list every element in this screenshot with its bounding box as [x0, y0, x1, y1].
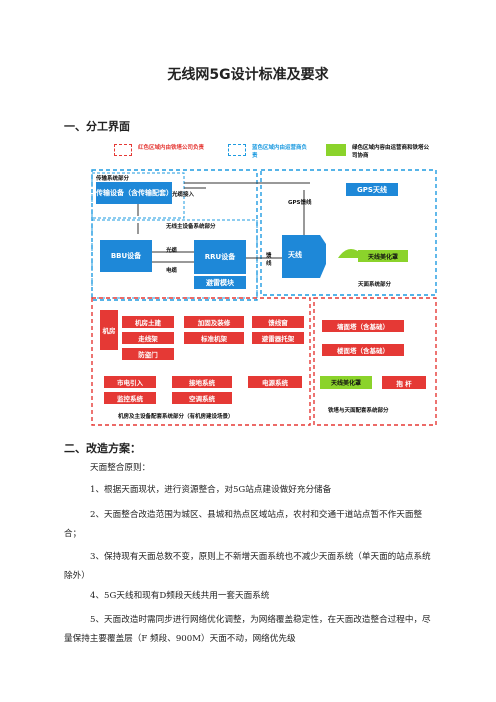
antenna-cover: 天线美化罩 [358, 250, 408, 262]
fiber-access-label: 光缆接入 [172, 192, 195, 198]
legend-blue-text: 蓝色区域内由运营商负责 [252, 145, 308, 159]
paragraph-4: 4、5G天线和现有D频段天线共用一套天面系统 [90, 591, 270, 601]
tower-part-label: 铁塔与天面配套系统部分 [328, 408, 389, 414]
wireless-main-part-label: 无线主设备系统部分 [166, 224, 216, 230]
cable-label: 电缆 [166, 268, 178, 274]
tower-item-cover: 天线美化罩 [320, 376, 372, 389]
surge-module: 避雷模块 [194, 276, 246, 289]
gps-antenna: GPS天线 [346, 183, 398, 196]
page-title: 无线网5G设计标准及要求 [167, 67, 329, 83]
power-item-monitoring: 监控系统 [104, 392, 156, 404]
principle-heading: 天面整合原则： [90, 463, 151, 473]
antenna-part-label: 天面系统部分 [358, 282, 392, 288]
legend-red-text: 红色区域内由铁塔公司负责 [138, 145, 205, 151]
room-item-rack: 标准机架 [184, 332, 244, 344]
antenna: 天线 [288, 251, 302, 259]
paragraph-2: 2、天面整合改造范围为城区、县城和热点区域站点，农村和交通干道站点暂不作天面整合… [64, 510, 423, 539]
room-part-label: 机房及主设备配套系统部分（有机房建设场景） [118, 414, 234, 420]
paragraph-5: 5、天面改造时需同步进行网络优化调整，为网络覆盖稳定性，在天面改造整合过程中，尽… [64, 615, 431, 644]
room-item-civil: 机房土建 [122, 316, 174, 328]
tower-item-roof: 楼面塔（含基础） [322, 344, 404, 356]
power-item-power: 电源系统 [248, 376, 302, 388]
bbu-equipment: BBU设备 [100, 240, 152, 272]
legend-green-text: 绿色区域内容由运营商和铁塔公司协商 [352, 145, 430, 159]
fiber-label: 光缆 [166, 248, 178, 254]
room-label: 机房 [100, 310, 118, 350]
division-diagram: 红色区域内由铁塔公司负责 蓝色区域内由运营商负责 绿色区域内容由运营商和铁塔公司… [88, 138, 440, 428]
power-item-grounding: 接地系统 [172, 376, 232, 388]
feeder-label: 馈线 [266, 253, 272, 267]
diagram-connectors [91, 169, 437, 426]
legend-blue-swatch [228, 144, 246, 156]
room-item-cable-tray: 走线架 [122, 332, 174, 344]
room-item-feeder-window: 馈线窗 [252, 316, 304, 328]
section-heading-plan: 二、改造方案： [64, 442, 141, 455]
transmission-part-label: 传输系统部分 [96, 176, 130, 182]
room-item-arrester-bracket: 避雷器托架 [252, 332, 304, 344]
rru-equipment: RRU设备 [194, 240, 246, 274]
gps-feeder-label: GPS馈线 [288, 200, 312, 206]
section-heading-division: 一、分工界面 [64, 120, 130, 133]
paragraph-3: 3、保持现有天面总数不变，原则上不新增天面系统也不减少天面系统（单天面的站点系统… [64, 552, 431, 581]
paragraph-1: 1、根据天面现状，进行资源整合，对5G站点建设做好充分储备 [90, 485, 332, 495]
legend-green-swatch [326, 144, 346, 156]
tower-item-wall: 墙面塔（含基础） [322, 320, 404, 332]
room-item-reinforce: 加固及装修 [184, 316, 244, 328]
transmission-equipment: 传输设备（含传输配套） [96, 182, 173, 204]
power-item-mains: 市电引入 [104, 376, 156, 388]
tower-item-pole: 抱 杆 [382, 376, 426, 389]
power-item-aircon: 空调系统 [172, 392, 232, 404]
room-item-door: 防盗门 [122, 348, 174, 360]
legend-red-swatch [114, 144, 132, 156]
